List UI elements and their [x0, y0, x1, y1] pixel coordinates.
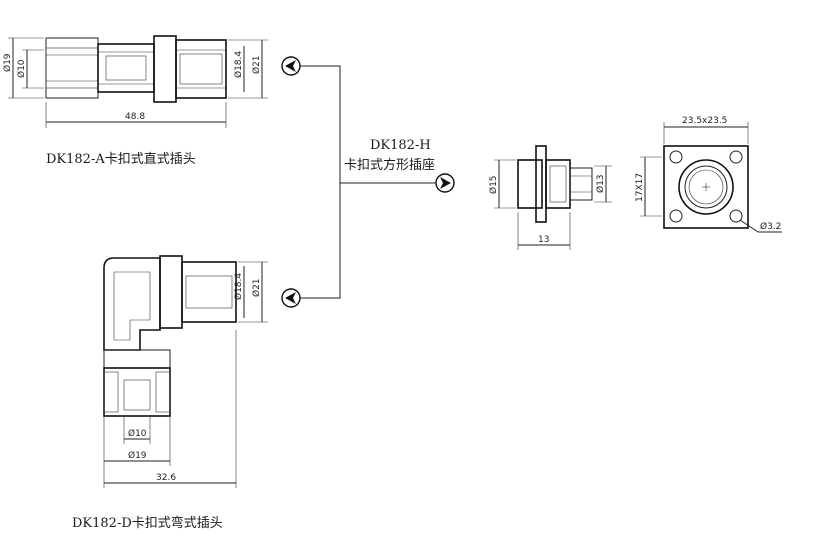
dim-straight-d21: Ø21: [251, 55, 262, 74]
arrow-right-icon: [435, 173, 455, 193]
arrow-left-icon: [281, 56, 301, 76]
dim-straight-d18-4: Ø18.4: [233, 51, 244, 78]
dim-bent-d10: Ø10: [128, 428, 147, 439]
dim-straight-d19: Ø19: [2, 53, 13, 72]
arrow-left-icon: [281, 288, 301, 308]
dim-socket-length: 13: [538, 235, 549, 245]
socket-side-drawing: Ø15 Ø13 13: [488, 145, 612, 250]
dim-straight-length: 48.8: [125, 112, 145, 122]
socket-name-label: 卡扣式方形插座: [344, 158, 436, 173]
mating-connector-lines: [300, 65, 436, 299]
dim-socket-d15: Ø15: [488, 175, 499, 194]
dim-bent-d18-4: Ø18.4: [233, 273, 244, 300]
dim-socket-d13: Ø13: [595, 174, 606, 193]
socket-code-label: DK182-H: [370, 138, 431, 153]
dim-straight-d10: Ø10: [16, 59, 27, 78]
straight-plug-label: DK182-A卡扣式直式插头: [46, 152, 196, 167]
straight-plug-drawing: 48.8 Ø19 Ø10 Ø18.4 Ø21: [2, 35, 268, 128]
dim-socket-square: 23.5x23.5: [682, 116, 727, 126]
dim-bent-length: 32.6: [156, 473, 176, 483]
dim-socket-hole-spacing: 17X17: [635, 173, 645, 202]
socket-front-drawing: 23.5x23.5 17X17 Ø3.2: [635, 116, 782, 233]
dim-bent-d21: Ø21: [251, 278, 262, 297]
bent-plug-label: DK182-D卡扣式弯式插头: [72, 516, 223, 531]
dim-socket-hole: Ø3.2: [760, 221, 781, 232]
dim-bent-d19: Ø19: [128, 450, 147, 461]
bent-plug-drawing: Ø18.4 Ø21 Ø10 Ø19 32.6: [103, 255, 268, 488]
